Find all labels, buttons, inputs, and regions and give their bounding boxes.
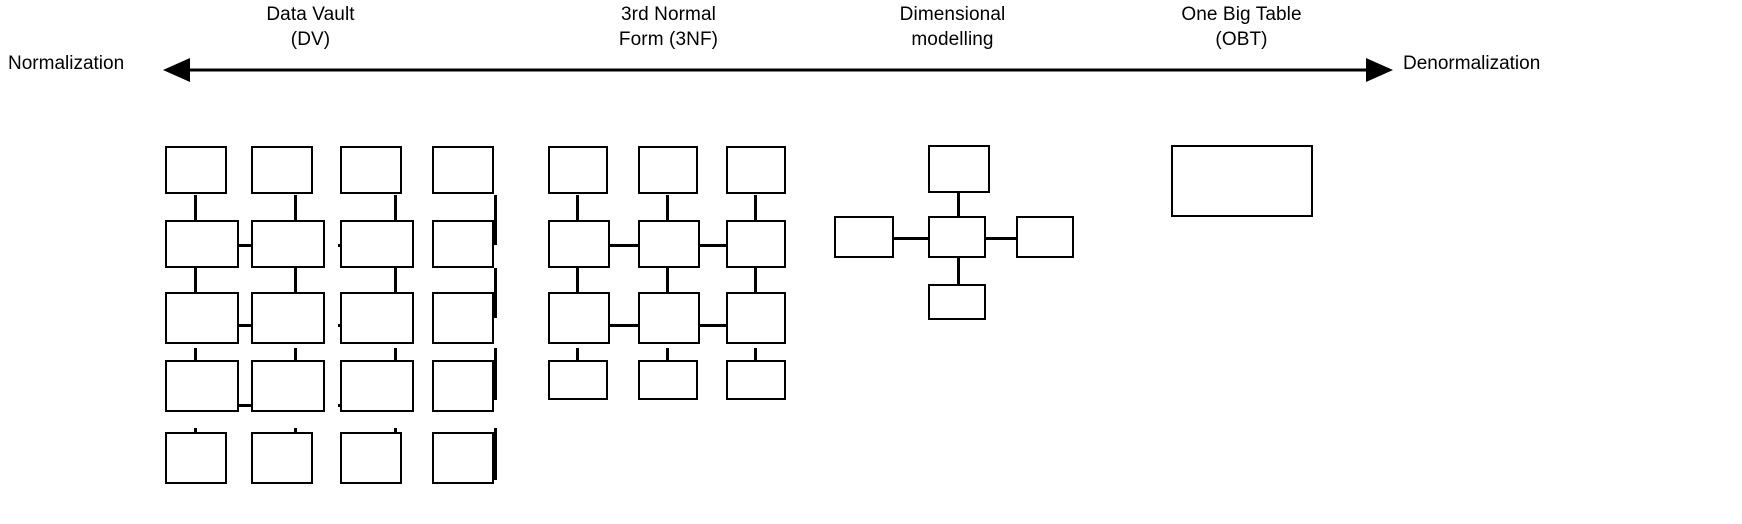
connector-vertical — [494, 348, 497, 400]
connector-vertical — [957, 256, 960, 286]
table-box — [638, 292, 700, 344]
table-box — [548, 220, 610, 268]
table-box — [251, 146, 313, 194]
table-box — [165, 432, 227, 484]
table-box — [165, 220, 239, 268]
table-box — [548, 360, 608, 400]
table-box — [251, 292, 325, 344]
dimension-box-top — [928, 145, 990, 193]
table-box — [165, 360, 239, 412]
table-box — [340, 432, 402, 484]
dimension-box-bottom — [928, 284, 986, 320]
axis-label-normalization: Normalization — [8, 53, 125, 74]
table-box — [340, 146, 402, 194]
connector-horizontal — [608, 324, 643, 327]
connector-horizontal — [608, 244, 643, 247]
table-box — [638, 360, 698, 400]
table-box — [251, 220, 325, 268]
table-box — [432, 360, 494, 412]
table-box — [251, 432, 313, 484]
table-box — [432, 220, 494, 268]
dimension-box-right — [1016, 216, 1074, 258]
table-box — [548, 146, 608, 194]
table-box — [726, 146, 786, 194]
table-box — [432, 146, 494, 194]
stage-label-3nf: 3rd Normal Form (3NF) — [618, 4, 719, 50]
connector-horizontal — [698, 244, 731, 247]
fact-box-center — [928, 216, 986, 258]
table-box — [432, 292, 494, 344]
table-box — [432, 432, 494, 484]
connector-horizontal — [984, 237, 1019, 240]
table-box — [340, 220, 414, 268]
table-box — [726, 220, 786, 268]
table-box — [726, 292, 786, 344]
table-box — [638, 146, 698, 194]
connector-horizontal — [698, 324, 731, 327]
table-box — [340, 292, 414, 344]
dimension-box-left — [834, 216, 894, 258]
table-box — [340, 360, 414, 412]
stage-label-data-vault: Data Vault (DV) — [266, 4, 355, 50]
table-box — [165, 292, 239, 344]
connector-vertical — [494, 195, 497, 245]
stage-label-dimensional-modelling: Dimensional modelling — [899, 4, 1006, 50]
table-box — [726, 360, 786, 400]
table-box — [638, 220, 700, 268]
one-big-table-box — [1171, 145, 1313, 217]
connector-horizontal — [891, 237, 933, 240]
table-box — [251, 360, 325, 412]
table-box — [548, 292, 610, 344]
connector-vertical — [494, 428, 497, 480]
stage-label-one-big-table: One Big Table (OBT) — [1181, 4, 1302, 50]
connector-vertical — [494, 268, 497, 318]
table-box — [165, 146, 227, 194]
connector-vertical — [957, 193, 960, 222]
axis-label-denormalization: Denormalization — [1403, 53, 1541, 74]
